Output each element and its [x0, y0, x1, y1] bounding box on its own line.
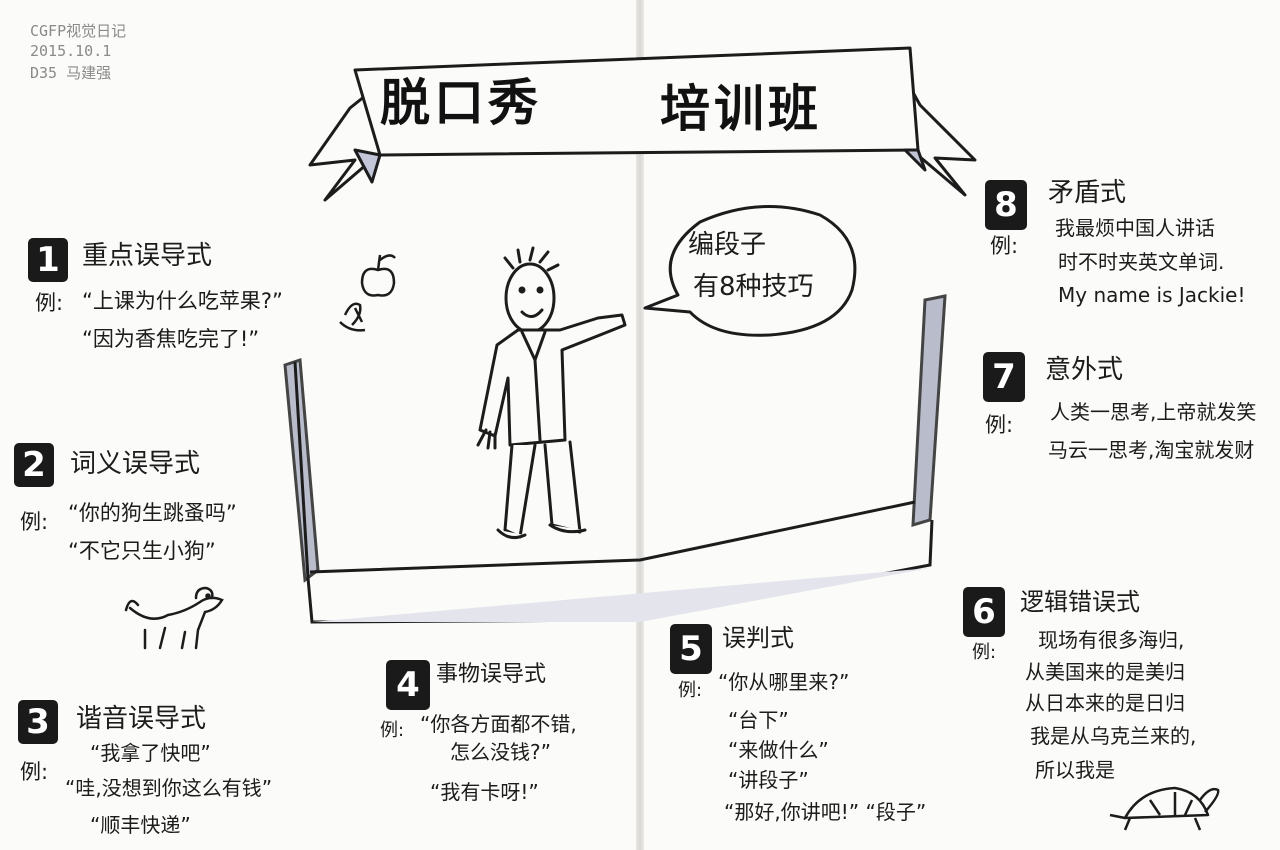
section-7-heading: 意外式: [1045, 355, 1124, 385]
title-right: 培训班: [660, 79, 822, 138]
section-2-badge: 2: [14, 443, 54, 487]
turtle-icon: [1109, 786, 1220, 831]
bubble-line-1: 编段子: [688, 230, 767, 260]
section-7-line-2: 马云一思考,淘宝就发财: [1048, 438, 1255, 462]
section-3-badge: 3: [18, 700, 58, 744]
section-4-line-3: “我有卡呀!”: [430, 780, 539, 804]
bubble-line-2: 有8种技巧: [693, 272, 814, 302]
section-5-heading: 误判式: [722, 624, 794, 652]
section-7-example-label: 例:: [985, 413, 1014, 437]
section-5-example-label: 例:: [678, 680, 703, 701]
section-8-line-3: My name is Jackie!: [1058, 283, 1246, 307]
section-6-line-5: 所以我是: [1035, 758, 1115, 782]
banana-icon: [339, 302, 366, 332]
dog-icon: [124, 586, 224, 650]
section-7-line-1: 人类一思考,上帝就发笑: [1050, 400, 1257, 424]
section-5-line-5: “那好,你讲吧!” “段子”: [724, 800, 927, 824]
section-6-example-label: 例:: [972, 642, 997, 663]
section-3-line-2: “哇,没想到你这么有钱”: [65, 776, 273, 800]
title-ribbon: [308, 46, 977, 202]
section-6-line-3: 从日本来的是日归: [1025, 691, 1185, 715]
speaker-figure: [476, 246, 627, 540]
section-5-line-2: “台下”: [728, 708, 789, 732]
section-7-badge: 7: [983, 352, 1025, 402]
section-6-heading: 逻辑错误式: [1020, 588, 1140, 616]
journal-label: CGFP视觉日记: [30, 22, 127, 40]
section-4-example-label: 例:: [380, 720, 405, 741]
section-2-line-2: “不它只生小狗”: [68, 539, 216, 563]
speech-bubble: [643, 204, 857, 337]
section-3-example-label: 例:: [20, 760, 49, 784]
section-5-line-1: “你从哪里来?”: [718, 670, 850, 694]
journal-author: D35 马建强: [30, 64, 112, 82]
journal-date: 2015.10.1: [30, 42, 112, 60]
section-3-line-3: “顺丰快递”: [90, 813, 191, 837]
stage-frame: [283, 294, 947, 624]
section-2-line-1: “你的狗生跳蚤吗”: [68, 501, 237, 525]
section-1-line-1: “上课为什么吃苹果?”: [82, 289, 283, 313]
section-6-line-4: 我是从乌克兰来的,: [1030, 724, 1197, 748]
section-4-badge: 4: [386, 660, 430, 710]
section-8-line-2: 时不时夹英文单词.: [1058, 250, 1225, 274]
section-3-line-1: “我拿了快吧”: [90, 741, 211, 765]
section-6-line-1: 现场有很多海归,: [1038, 628, 1185, 652]
section-1-example-label: 例:: [35, 291, 64, 315]
book-gutter: [636, 0, 644, 850]
section-1-line-2: “因为香焦吃完了!”: [82, 327, 260, 351]
section-1-badge: 1: [28, 238, 68, 282]
section-5-badge: 5: [670, 624, 712, 674]
section-8-badge: 8: [985, 180, 1027, 230]
section-4-line-1: “你各方面都不错,: [420, 712, 577, 736]
section-5-line-4: “讲段子”: [728, 768, 809, 792]
section-6-badge: 6: [963, 587, 1005, 637]
section-5-line-3: “来做什么”: [728, 738, 829, 762]
section-4-line-2: 怎么没钱?”: [450, 740, 551, 764]
section-3-heading: 谐音误导式: [76, 704, 207, 734]
section-2-heading: 词义误导式: [70, 449, 201, 479]
section-8-line-1: 我最烦中国人讲话: [1055, 216, 1215, 240]
section-4-heading: 事物误导式: [436, 662, 547, 687]
section-8-heading: 矛盾式: [1048, 178, 1127, 208]
section-2-example-label: 例:: [20, 510, 49, 534]
section-1-heading: 重点误导式: [82, 241, 213, 271]
section-8-example-label: 例:: [990, 234, 1019, 258]
title-left: 脱口秀: [380, 73, 542, 132]
apple-icon: [360, 254, 396, 297]
section-6-line-2: 从美国来的是美归: [1025, 660, 1185, 684]
